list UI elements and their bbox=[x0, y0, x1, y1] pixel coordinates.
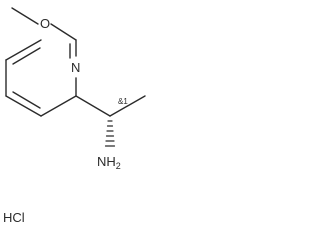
bond-c2-c3 bbox=[40, 95, 77, 117]
bond-c2-chiral bbox=[75, 95, 111, 117]
hcl-salt-label: HCl bbox=[3, 210, 25, 225]
amine-subscript-text: 2 bbox=[116, 161, 121, 171]
hashed-wedge-bond bbox=[104, 120, 116, 147]
bond-oxygen-ring bbox=[50, 23, 77, 41]
amine-nh-text: NH bbox=[97, 154, 116, 169]
bond-c5-c6-double bbox=[12, 47, 41, 65]
amine-label: NH2 bbox=[97, 154, 121, 171]
bond-chiral-methyl bbox=[109, 95, 146, 117]
bond-c3-c4 bbox=[5, 95, 42, 117]
chemical-structure: O N &1 NH2 HCl bbox=[3, 7, 146, 225]
ring-nitrogen-label: N bbox=[71, 60, 80, 75]
bond-c3-c4-double bbox=[12, 91, 41, 109]
stereo-descriptor-label: &1 bbox=[118, 97, 128, 106]
bond-methyl-oxygen bbox=[11, 7, 39, 25]
oxygen-label: O bbox=[40, 16, 50, 31]
bond-c5-c6 bbox=[5, 39, 42, 61]
